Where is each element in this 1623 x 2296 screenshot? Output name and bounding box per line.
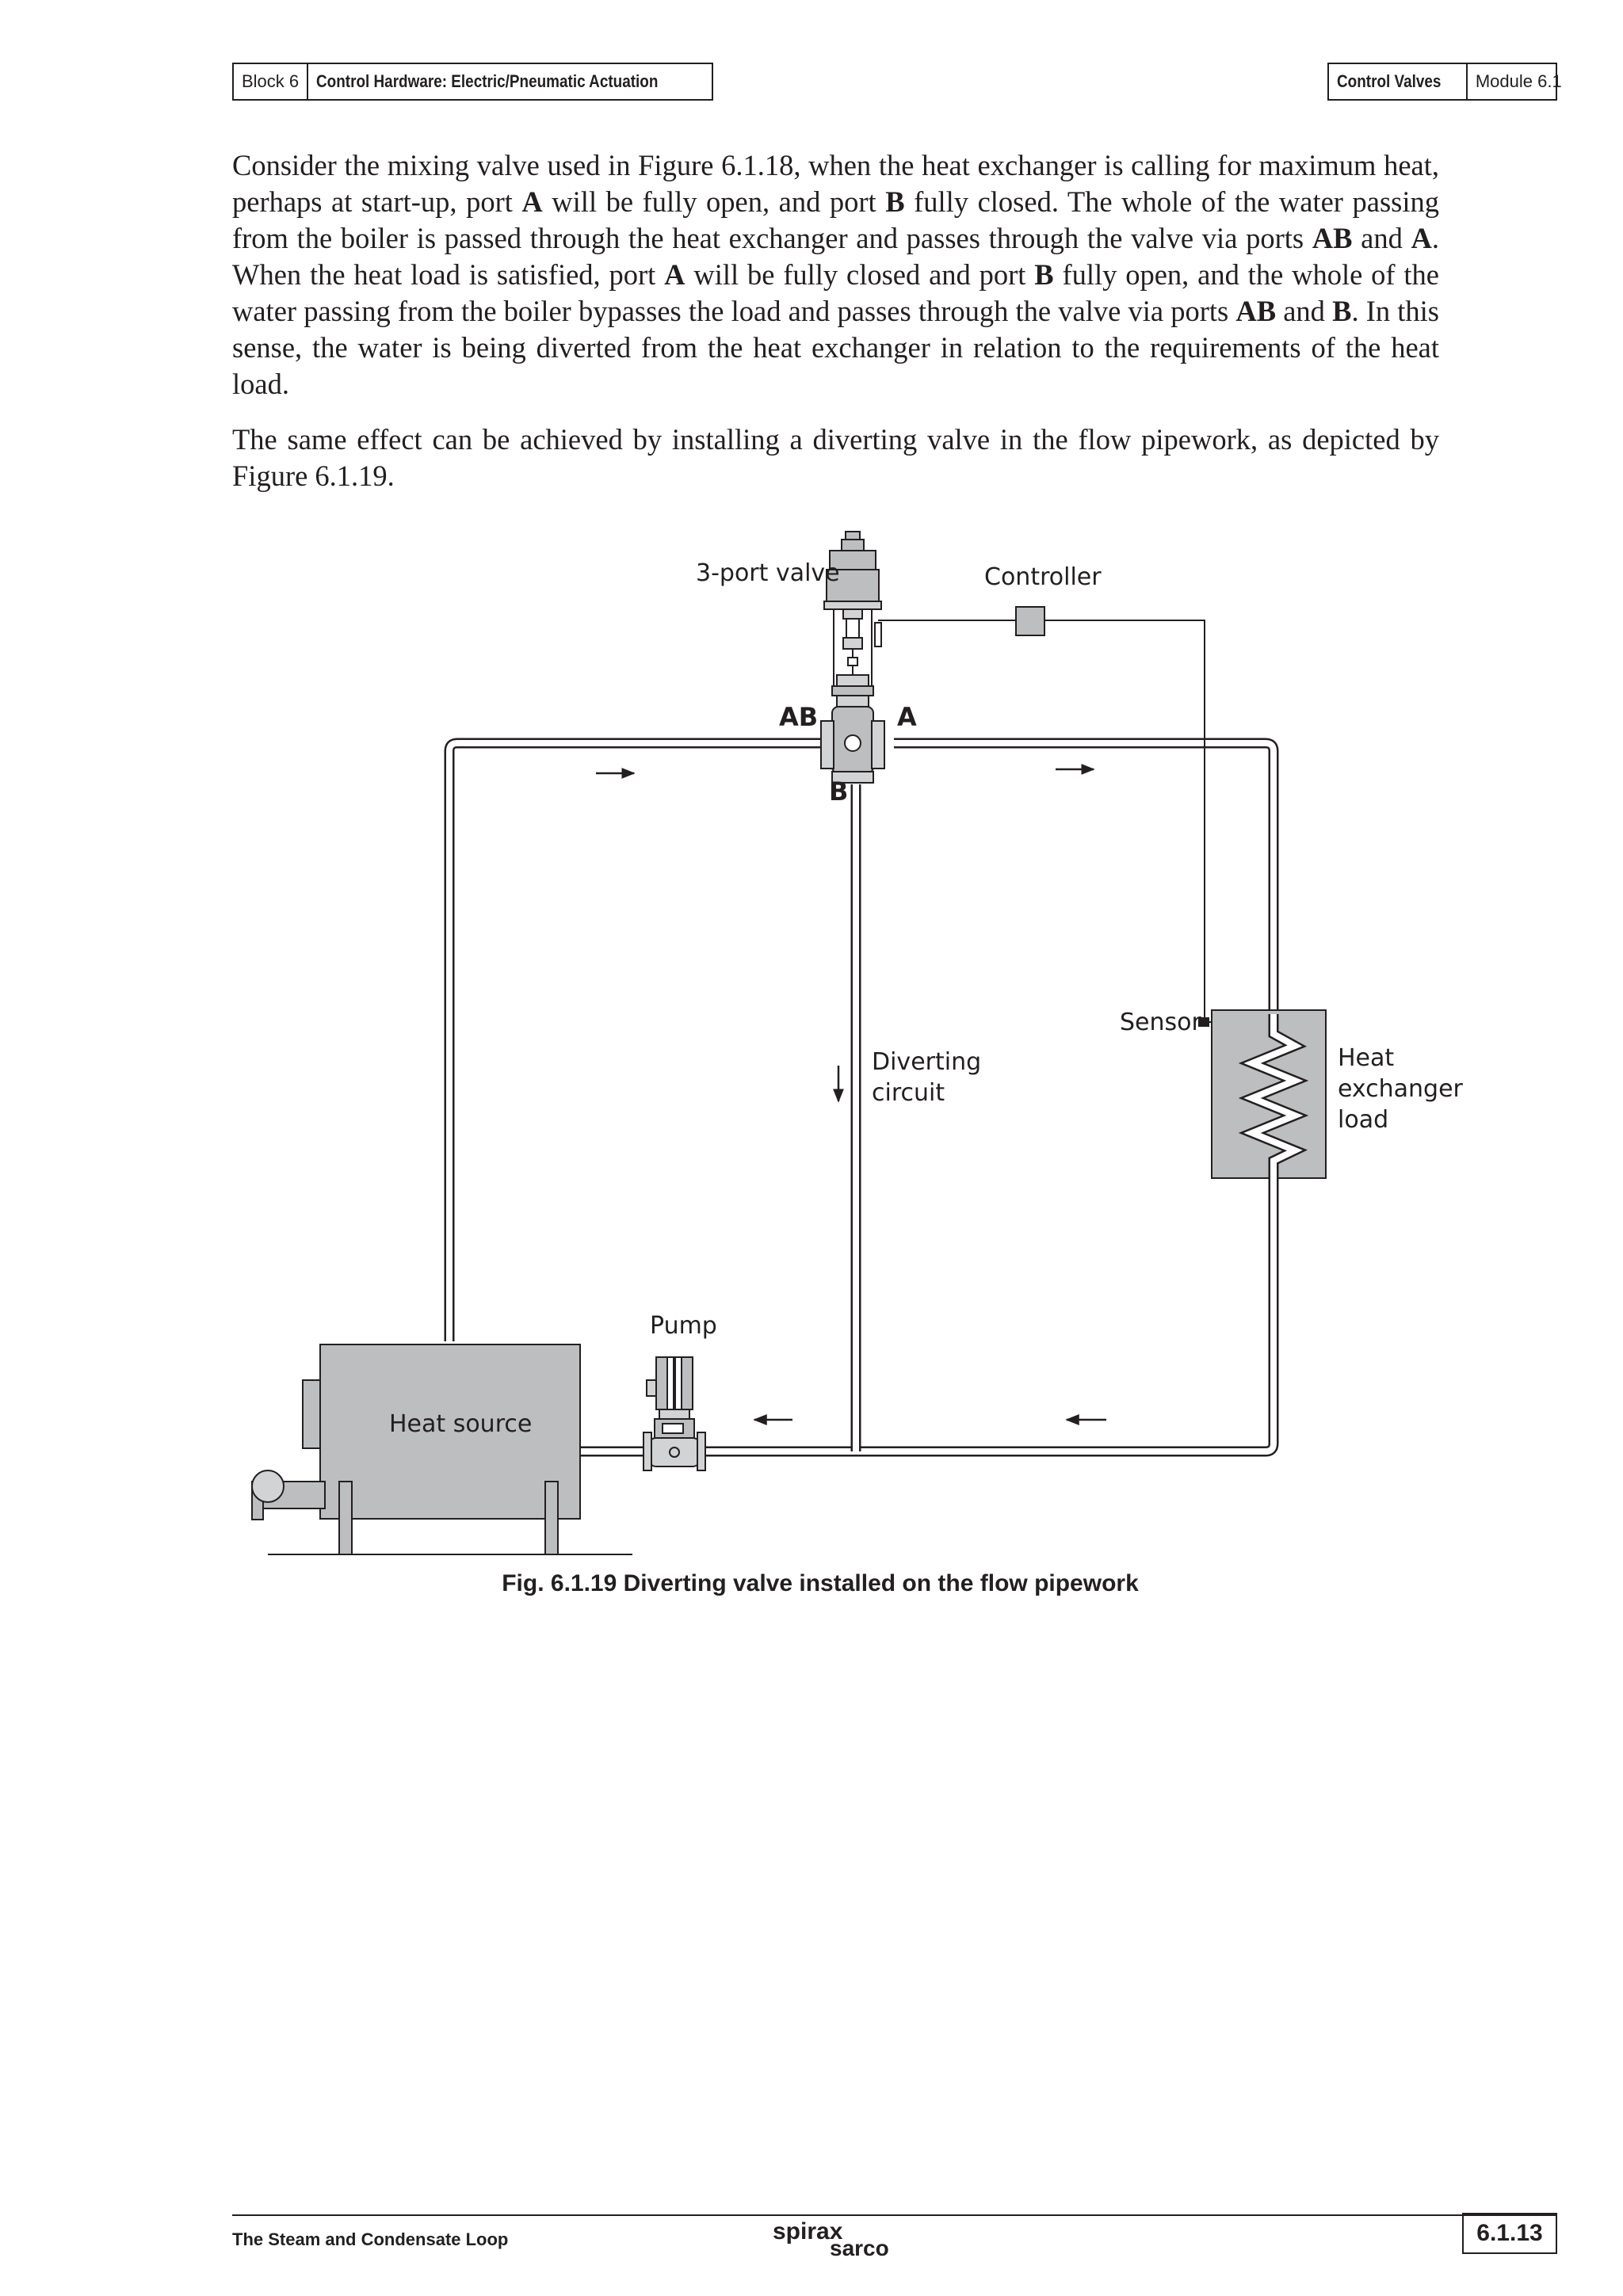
body-text-run: and bbox=[1352, 222, 1411, 254]
label-port-b: B bbox=[829, 776, 848, 807]
body-text-run: Consider the mixing valve used in Figure… bbox=[232, 149, 1439, 218]
port-label-inline: A bbox=[521, 185, 543, 218]
label-sensor: Sensor bbox=[1120, 1009, 1201, 1036]
body-text-run: and bbox=[1276, 295, 1333, 327]
port-label-inline: B bbox=[885, 185, 905, 218]
heat-source bbox=[251, 1344, 632, 1555]
body-paragraph-1: Consider the mixing valve used in Figure… bbox=[232, 147, 1439, 402]
port-label-inline: B bbox=[1332, 295, 1352, 327]
sensor-icon bbox=[1198, 1017, 1209, 1027]
header-block-label: Block 6 bbox=[242, 71, 300, 91]
label-diverting-line1: Diverting bbox=[872, 1048, 981, 1076]
body-text-run: fully closed. The whole of the water pas… bbox=[232, 185, 1439, 254]
label-pump: Pump bbox=[650, 1312, 717, 1340]
body-text-run: . In this sense, the water is being dive… bbox=[232, 295, 1439, 400]
body-text-run: will be fully open, and port bbox=[542, 185, 886, 218]
label-three-port-valve: 3-port valve bbox=[696, 559, 840, 587]
label-hx-line3: load bbox=[1338, 1106, 1388, 1134]
flow-arrows bbox=[596, 764, 1106, 1425]
pump bbox=[643, 1356, 706, 1471]
label-port-a: A bbox=[897, 702, 917, 732]
port-label-inline: AB bbox=[1312, 222, 1353, 254]
footer-title: The Steam and Condensate Loop bbox=[232, 2229, 509, 2249]
label-hx-line1: Heat bbox=[1338, 1044, 1394, 1072]
figure-caption: Fig. 6.1.19 Diverting valve installed on… bbox=[502, 1570, 1139, 1596]
heat-exchanger bbox=[1211, 1009, 1327, 1179]
body-paragraph-2: The same effect can be achieved by insta… bbox=[232, 423, 1439, 492]
port-label-inline: B bbox=[1034, 258, 1054, 291]
controller-box bbox=[1015, 606, 1045, 636]
pipework bbox=[444, 738, 1279, 1457]
spirax-sarco-logo: spirax sarco bbox=[773, 2218, 907, 2266]
body-text-run: . When the heat load is satisfied, port bbox=[232, 222, 1440, 291]
logo-text-bottom: sarco bbox=[830, 2236, 889, 2260]
port-label-inline: A bbox=[1411, 222, 1432, 254]
header-module-label: Module 6.1 bbox=[1465, 64, 1570, 99]
label-hx-line2: exchanger bbox=[1338, 1075, 1464, 1103]
header-module-box: Control Valves Module 6.1 bbox=[1327, 63, 1562, 101]
three-port-valve bbox=[820, 531, 885, 784]
controller-to-sensor-line bbox=[1044, 620, 1205, 1022]
port-label-inline: A bbox=[664, 258, 685, 291]
port-label-inline: AB bbox=[1235, 295, 1277, 327]
logo-text-top: spirax bbox=[773, 2218, 843, 2245]
page-number: 6.1.13 bbox=[1462, 2213, 1557, 2254]
footer-rule bbox=[232, 2214, 1557, 2216]
label-diverting-line2: circuit bbox=[872, 1079, 945, 1107]
label-port-ab: AB bbox=[779, 702, 818, 732]
body-text-run: fully open, and the whole of the water p… bbox=[232, 258, 1439, 327]
body-text-run: will be fully closed and port bbox=[685, 258, 1035, 291]
label-controller: Controller bbox=[984, 563, 1102, 591]
header-block-box: Block 6 Control Hardware: Electric/Pneum… bbox=[232, 63, 713, 101]
header-module-title: Control Valves bbox=[1337, 71, 1442, 91]
label-heat-source: Heat source bbox=[389, 1410, 532, 1438]
control-wiring bbox=[878, 620, 1258, 1023]
header-block-title: Control Hardware: Electric/Pneumatic Act… bbox=[316, 71, 659, 91]
